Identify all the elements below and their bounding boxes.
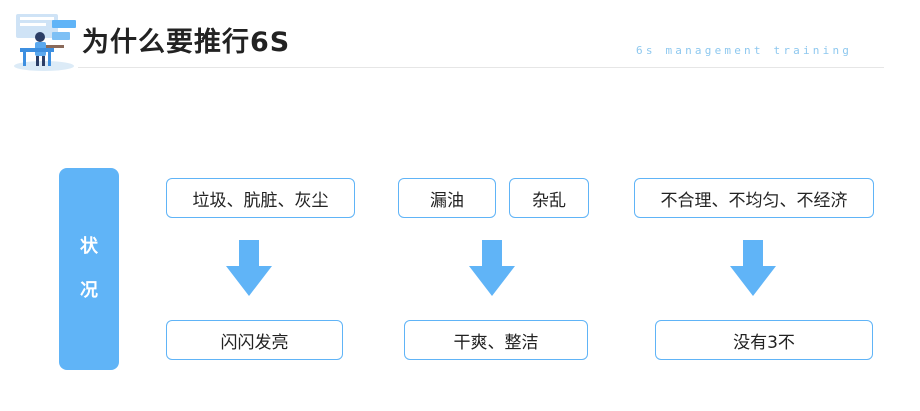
header-illustration-icon [8, 12, 78, 72]
down-arrow-icon [469, 240, 515, 296]
problem-box-oil-leak: 漏油 [398, 178, 496, 218]
status-label-block: 状 况 [59, 168, 119, 370]
status-label-char: 状 [80, 236, 98, 257]
page-title: 为什么要推行6S [82, 27, 291, 58]
result-box-clean-dry: 干爽、整洁 [404, 320, 588, 360]
down-arrow-icon [730, 240, 776, 296]
down-arrow-icon [226, 240, 272, 296]
problem-box-clutter: 杂乱 [509, 178, 589, 218]
problem-box-dirt: 垃圾、肮脏、灰尘 [166, 178, 355, 218]
page-subtitle: 6s management training [636, 44, 853, 57]
problem-box-unreasonable: 不合理、不均匀、不经济 [634, 178, 874, 218]
result-box-no-three: 没有3不 [655, 320, 873, 360]
result-box-shiny: 闪闪发亮 [166, 320, 343, 360]
status-label-char: 况 [80, 280, 98, 301]
title-divider [78, 67, 884, 68]
